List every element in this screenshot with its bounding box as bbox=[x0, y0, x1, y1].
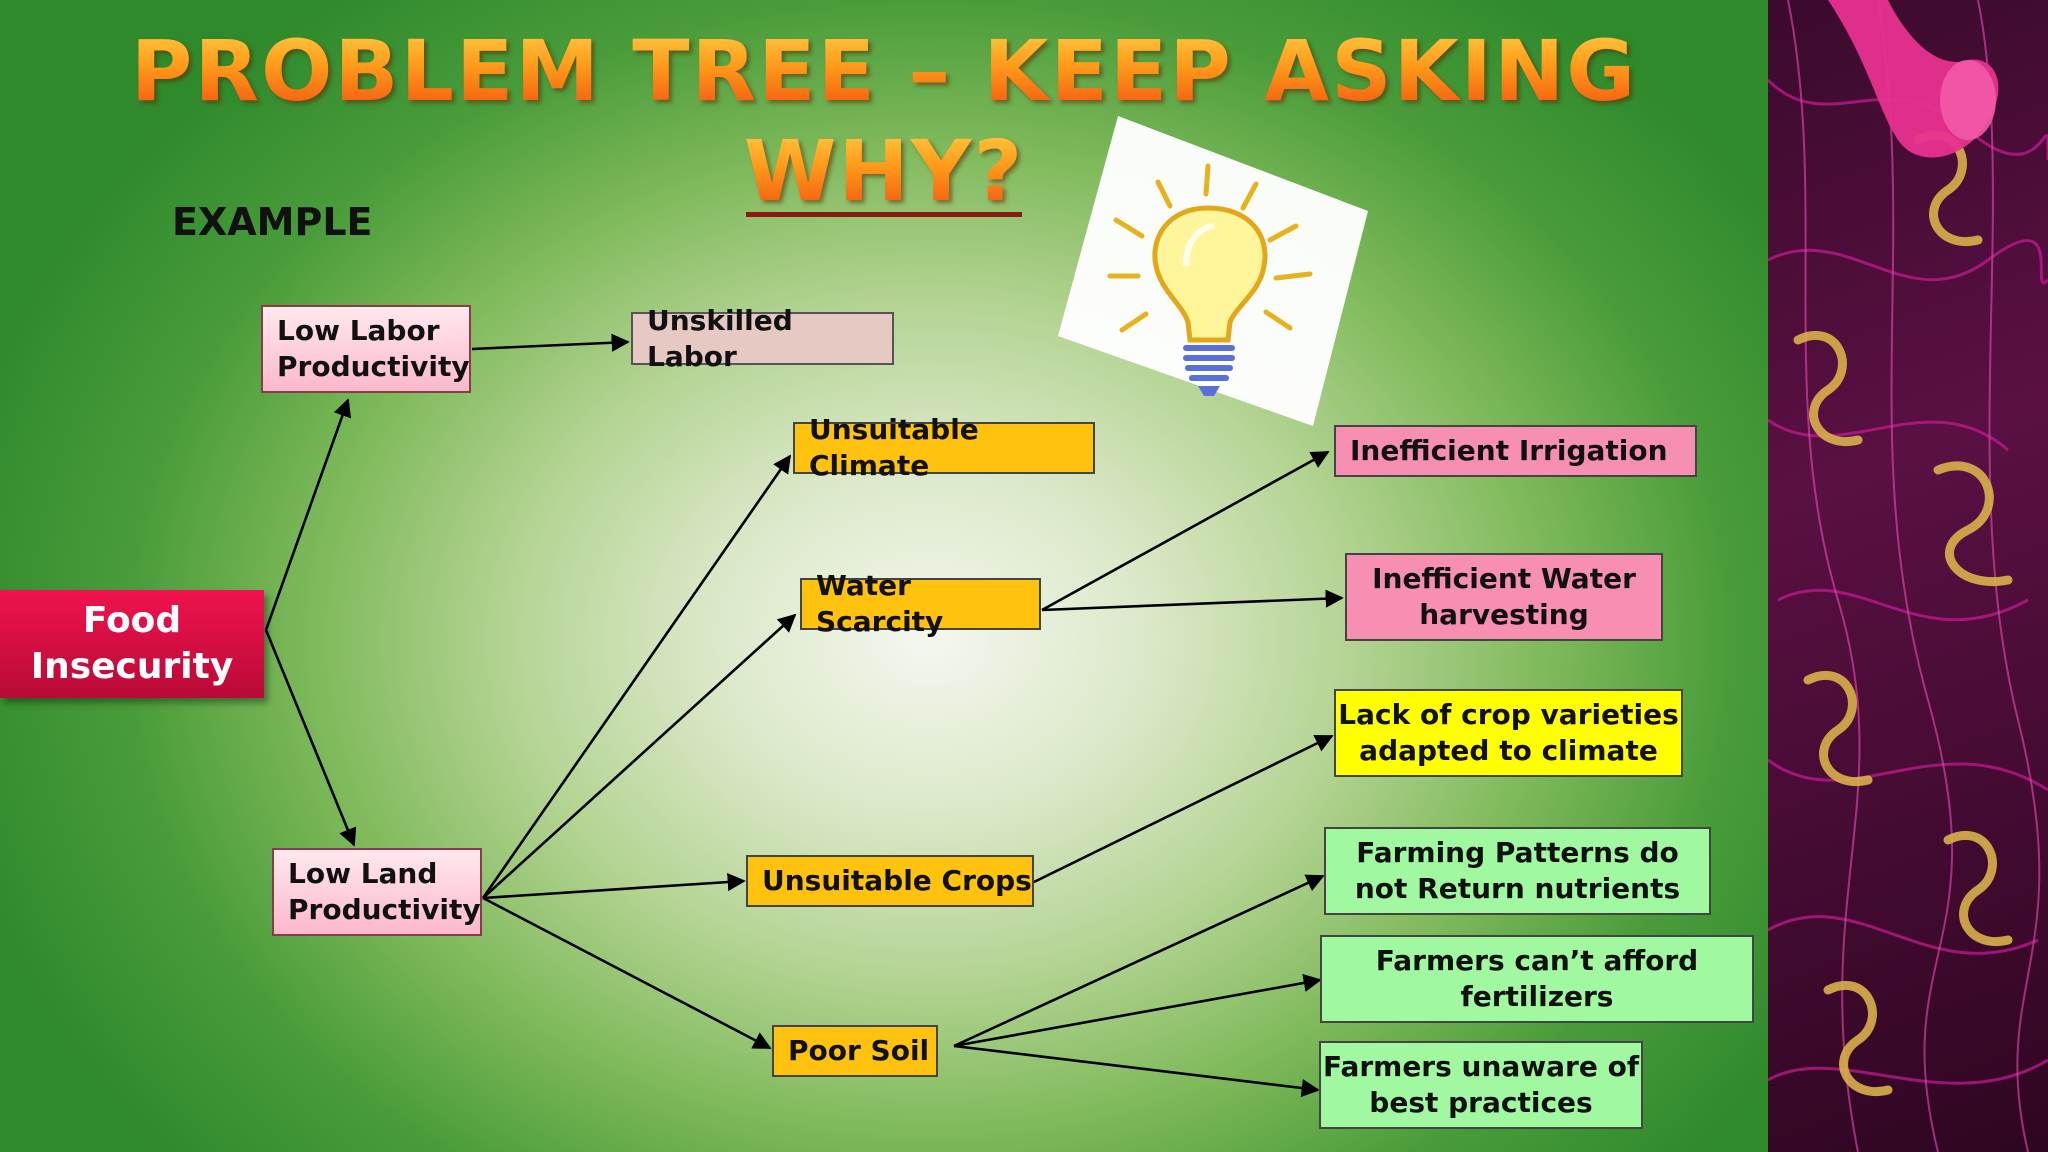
node-unsuitable-climate: Unsuitable Climate bbox=[793, 413, 1095, 482]
party-streamer-image bbox=[1768, 0, 2048, 1152]
node-label: Inefficient Irrigation bbox=[1350, 434, 1668, 467]
node-unsuitable-crops: Unsuitable Crops bbox=[746, 855, 1034, 907]
title-underline bbox=[746, 212, 1022, 217]
node-unaware-best-practices: Farmers unaware of best practices bbox=[1319, 1041, 1643, 1129]
node-inefficient-irrigation: Inefficient Irrigation bbox=[1334, 425, 1697, 477]
node-label: Farming Patterns do not Return nutrients bbox=[1354, 836, 1681, 905]
node-label: Unsuitable Climate bbox=[809, 413, 979, 482]
edge-labor-to-unskilled bbox=[471, 333, 630, 352]
node-label: Low Labor Productivity bbox=[277, 314, 470, 383]
node-label: Farmers can’t afford fertilizers bbox=[1375, 944, 1699, 1013]
node-inefficient-water-harvesting: Inefficient Water harvesting bbox=[1345, 553, 1663, 641]
light-bulb-icon bbox=[1058, 116, 1368, 426]
node-low-land-productivity: Low Land Productivity bbox=[272, 848, 482, 936]
node-food-insecurity-label: Food Insecurity bbox=[30, 600, 234, 687]
node-label: Poor Soil bbox=[788, 1034, 930, 1067]
node-label: Unskilled Labor bbox=[647, 303, 793, 373]
edge-water-to-irrigation bbox=[1041, 450, 1330, 612]
edge-land-to-crops bbox=[482, 872, 746, 900]
node-poor-soil: Poor Soil bbox=[772, 1025, 938, 1077]
edge-land-to-soil bbox=[482, 896, 772, 1050]
edge-soil-to-patterns bbox=[953, 874, 1325, 1048]
slide: PROBLEM TREE – KEEP ASKING WHY? EXAMPLE bbox=[0, 0, 1768, 1152]
node-label: Low Land Productivity bbox=[288, 857, 481, 926]
streamer-artwork bbox=[1768, 0, 2048, 1152]
title-line-2: WHY? bbox=[0, 122, 1768, 220]
node-farming-patterns: Farming Patterns do not Return nutrients bbox=[1324, 827, 1711, 915]
node-unskilled-labor: Unskilled Labor bbox=[631, 304, 894, 373]
node-label: Inefficient Water harvesting bbox=[1372, 562, 1636, 631]
tree-connectors bbox=[264, 333, 1344, 1098]
node-label: Unsuitable Crops bbox=[762, 864, 1032, 897]
edge-food-to-land bbox=[264, 629, 357, 847]
edge-land-to-water bbox=[482, 613, 797, 899]
title-line-1: PROBLEM TREE – KEEP ASKING bbox=[0, 22, 1768, 120]
edge-soil-to-fertilizers bbox=[953, 973, 1322, 1048]
node-lack-of-crop-varieties: Lack of crop varieties adapted to climat… bbox=[1334, 689, 1683, 777]
node-label: Farmers unaware of best practices bbox=[1322, 1050, 1640, 1119]
example-label: EXAMPLE bbox=[172, 200, 373, 244]
edge-land-to-climate bbox=[481, 454, 792, 899]
edge-water-to-harvesting bbox=[1041, 589, 1344, 612]
node-low-labor-productivity: Low Labor Productivity bbox=[261, 305, 471, 393]
edge-crops-to-varieties bbox=[1033, 734, 1334, 884]
edge-food-to-labor bbox=[264, 398, 352, 631]
node-food-insecurity: Food Insecurity bbox=[0, 590, 264, 698]
node-cant-afford-fertilizers: Farmers can’t afford fertilizers bbox=[1320, 935, 1754, 1023]
edge-soil-to-practices bbox=[953, 1044, 1320, 1098]
node-label: Lack of crop varieties adapted to climat… bbox=[1338, 698, 1679, 767]
node-water-scarcity: Water Scarcity bbox=[800, 569, 1041, 638]
node-label: Water Scarcity bbox=[816, 569, 944, 638]
